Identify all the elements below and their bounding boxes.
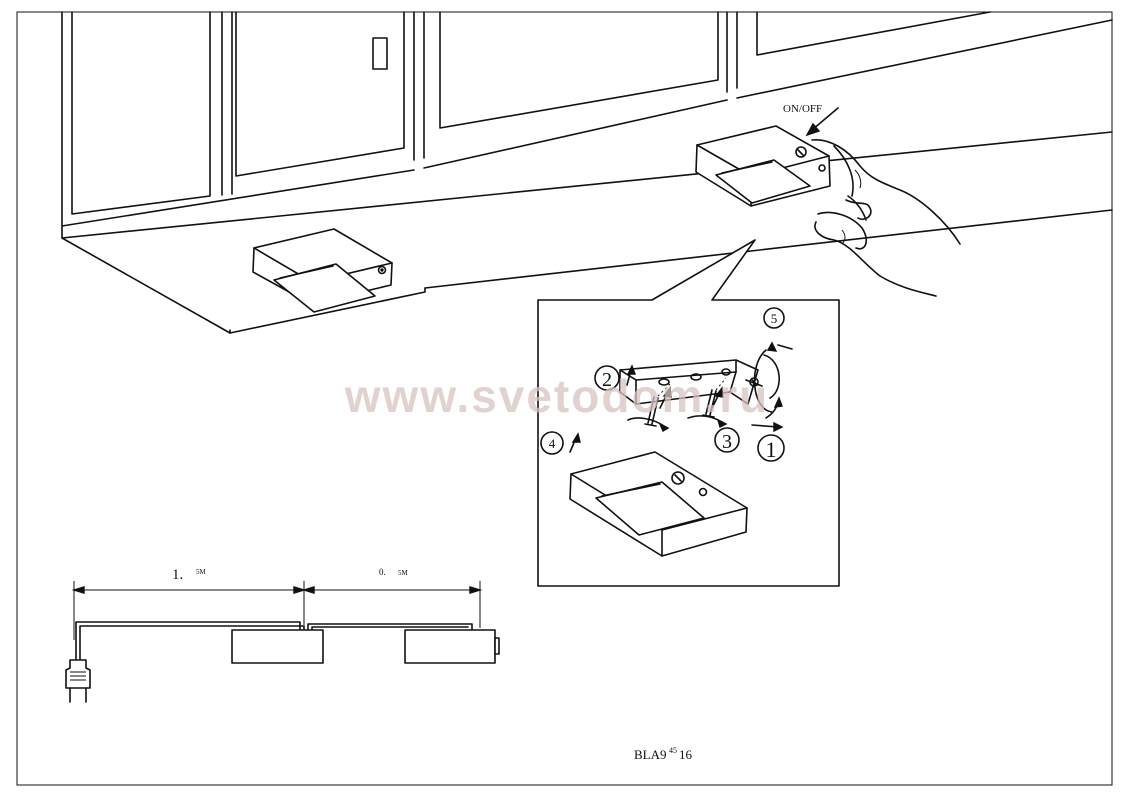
step-3-marker: 3 bbox=[714, 427, 740, 453]
svg-text:1: 1 bbox=[766, 437, 777, 462]
svg-text:3: 3 bbox=[722, 431, 732, 453]
onoff-label: ON/OFF bbox=[783, 103, 822, 115]
step-1-marker: 1 bbox=[757, 434, 785, 462]
watermark-text: www.svetodom.ru bbox=[344, 370, 769, 422]
onoff-arrow-icon bbox=[805, 107, 839, 137]
cable-length-right: 0. 5M bbox=[379, 567, 409, 577]
svg-text:BLA9: BLA9 bbox=[634, 747, 667, 762]
cable-layout bbox=[71, 581, 500, 664]
svg-text:16: 16 bbox=[679, 747, 693, 762]
step-2-marker: 2 bbox=[594, 365, 620, 391]
svg-text:5M: 5M bbox=[398, 569, 409, 577]
lamp-detail bbox=[569, 451, 748, 557]
cabinet-row bbox=[61, 11, 1113, 334]
lamp-unit-2 bbox=[404, 629, 496, 664]
lamp-left bbox=[252, 228, 393, 313]
svg-text:1.: 1. bbox=[172, 567, 183, 583]
svg-text:2: 2 bbox=[602, 369, 612, 391]
lamp-right bbox=[695, 125, 831, 207]
svg-text:45: 45 bbox=[669, 746, 677, 755]
mounting-bracket bbox=[619, 359, 759, 405]
step-5-marker: 5 bbox=[763, 307, 785, 329]
hand-icon bbox=[811, 139, 961, 297]
svg-text:5M: 5M bbox=[196, 568, 207, 576]
svg-text:4: 4 bbox=[549, 436, 556, 451]
model-number: BLA9 45 16 bbox=[634, 746, 693, 762]
svg-text:5: 5 bbox=[771, 311, 778, 326]
lamp-unit-1 bbox=[231, 629, 324, 664]
svg-text:0.: 0. bbox=[379, 567, 386, 577]
cable-length-left: 1. 5M bbox=[172, 567, 207, 583]
step-4-marker: 4 bbox=[540, 431, 564, 455]
plug-icon bbox=[65, 659, 91, 703]
page-frame bbox=[16, 11, 1113, 786]
step-arrows bbox=[569, 341, 793, 453]
